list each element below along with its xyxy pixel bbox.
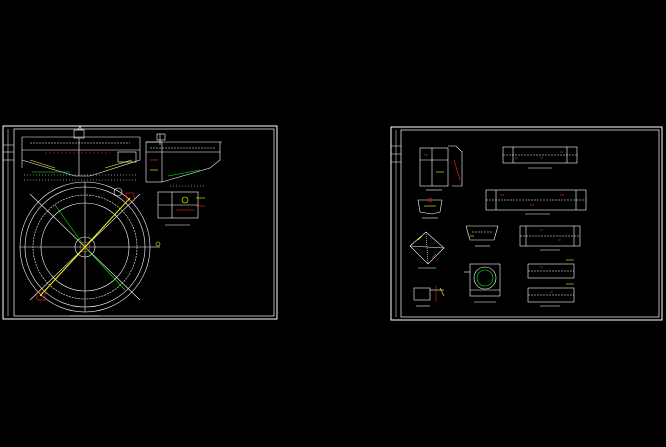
beam-elevation-4[interactable] — [527, 259, 575, 279]
beam-elevation-3[interactable] — [519, 225, 581, 251]
sheet-left-inner-frame — [13, 128, 275, 317]
sheet-right[interactable] — [390, 126, 663, 321]
beam-elevation-2[interactable] — [485, 189, 587, 215]
beam-elevation-5[interactable] — [527, 283, 575, 307]
sheet-left[interactable] — [2, 125, 278, 320]
sheet-right-inner-frame — [400, 129, 660, 318]
sheet-right-title-strip — [391, 130, 401, 317]
clarifier-section-drawing[interactable] — [21, 125, 141, 181]
pipe-connection-detail[interactable] — [157, 191, 205, 226]
clarifier-plan-drawing[interactable] — [19, 181, 161, 317]
sheet-left-outer-frame — [2, 125, 278, 320]
sump-detail[interactable] — [417, 197, 443, 219]
outlet-weir-detail[interactable] — [145, 133, 222, 187]
center-column-detail[interactable] — [464, 263, 501, 303]
bracket-detail[interactable] — [409, 231, 445, 269]
inlet-pipe-detail[interactable] — [419, 145, 463, 191]
sheet-right-outer-frame — [390, 126, 663, 321]
trough-section-detail[interactable] — [465, 225, 499, 247]
anchor-detail[interactable] — [413, 286, 445, 307]
sheet-left-title-strip — [3, 129, 14, 316]
beam-elevation-1[interactable] — [502, 146, 578, 169]
